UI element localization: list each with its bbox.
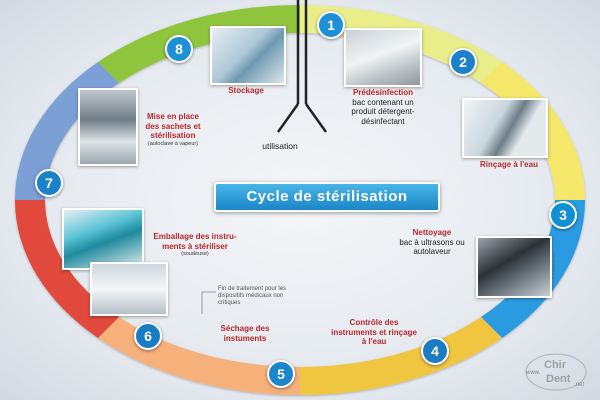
step-label-6: Emballage des instru- ments à stériliser… bbox=[150, 232, 240, 258]
svg-text:Dent: Dent bbox=[546, 373, 571, 385]
note-pointer bbox=[201, 291, 216, 314]
ring-segment-4 bbox=[300, 317, 502, 396]
step-label-5: Séchage des instuments bbox=[205, 324, 285, 343]
photo-heat-sealer bbox=[62, 208, 144, 270]
step-label-2: Rinçage à l'eau bbox=[464, 160, 554, 170]
photo-storage bbox=[210, 26, 286, 85]
step-6-heading: Emballage des instru- ments à stériliser bbox=[153, 232, 237, 251]
step-8-heading: Stockage bbox=[228, 86, 264, 95]
step-4-heading: Contrôle des instruments et rinçage à l'… bbox=[331, 318, 417, 347]
step-7-heading: Mise en place des sachets et stérilisati… bbox=[145, 112, 201, 141]
svg-text:Chir: Chir bbox=[544, 359, 567, 371]
step-5-heading: Séchage des instuments bbox=[220, 324, 270, 343]
step-label-8: Stockage bbox=[218, 86, 274, 96]
step-badge-5: 5 bbox=[267, 360, 295, 388]
step-badge-7: 7 bbox=[35, 169, 63, 197]
usage-divider bbox=[276, 0, 328, 133]
step-label-3: Nettoyage bac à ultrasons ou autolaveur bbox=[386, 228, 478, 257]
copyright: © Chirdent.net bbox=[551, 253, 556, 279]
step-label-1: Prédésinfection bac contenant un produit… bbox=[340, 88, 426, 126]
step-3-description: bac à ultrasons ou autolaveur bbox=[399, 237, 465, 257]
step-label-4: Contrôle des instruments et rinçage à l'… bbox=[330, 318, 418, 347]
step-badge-3: 3 bbox=[549, 201, 577, 229]
photo-predisinfection bbox=[344, 28, 422, 87]
photo-packaging-table bbox=[90, 262, 168, 316]
step-7-description: (autoclave à vapeur) bbox=[147, 140, 199, 147]
step-badge-6: 6 bbox=[134, 322, 162, 350]
step-1-heading: Prédésinfection bbox=[352, 88, 413, 97]
step-3-heading: Nettoyage bbox=[412, 228, 452, 237]
step-badge-2: 2 bbox=[449, 48, 477, 76]
non-critical-note: Fin de traitement pour les dispositifs m… bbox=[218, 286, 287, 307]
svg-text:www.: www. bbox=[525, 370, 541, 376]
svg-text:.net: .net bbox=[574, 382, 584, 388]
usage-label: utilisation bbox=[262, 141, 298, 151]
photo-ultrasonic-cleaner bbox=[476, 236, 552, 298]
photo-autoclave bbox=[78, 88, 138, 166]
step-badge-4: 4 bbox=[421, 337, 449, 365]
step-2-heading: Rinçage à l'eau bbox=[480, 160, 538, 169]
photo-rinsing bbox=[462, 98, 548, 158]
step-label-7: Mise en place des sachets et stérilisati… bbox=[140, 112, 206, 147]
step-badge-8: 8 bbox=[165, 35, 193, 63]
diagram-title: Cycle de stérilisation bbox=[214, 182, 440, 212]
step-badge-1: 1 bbox=[317, 11, 345, 39]
ring-segment-8 bbox=[98, 4, 300, 83]
step-6-description: (soudeuse) bbox=[181, 251, 209, 258]
step-1-description: bac contenant un produit détergent-désin… bbox=[351, 97, 415, 126]
chirdent-logo: www. Chir Dent .net bbox=[522, 352, 590, 392]
